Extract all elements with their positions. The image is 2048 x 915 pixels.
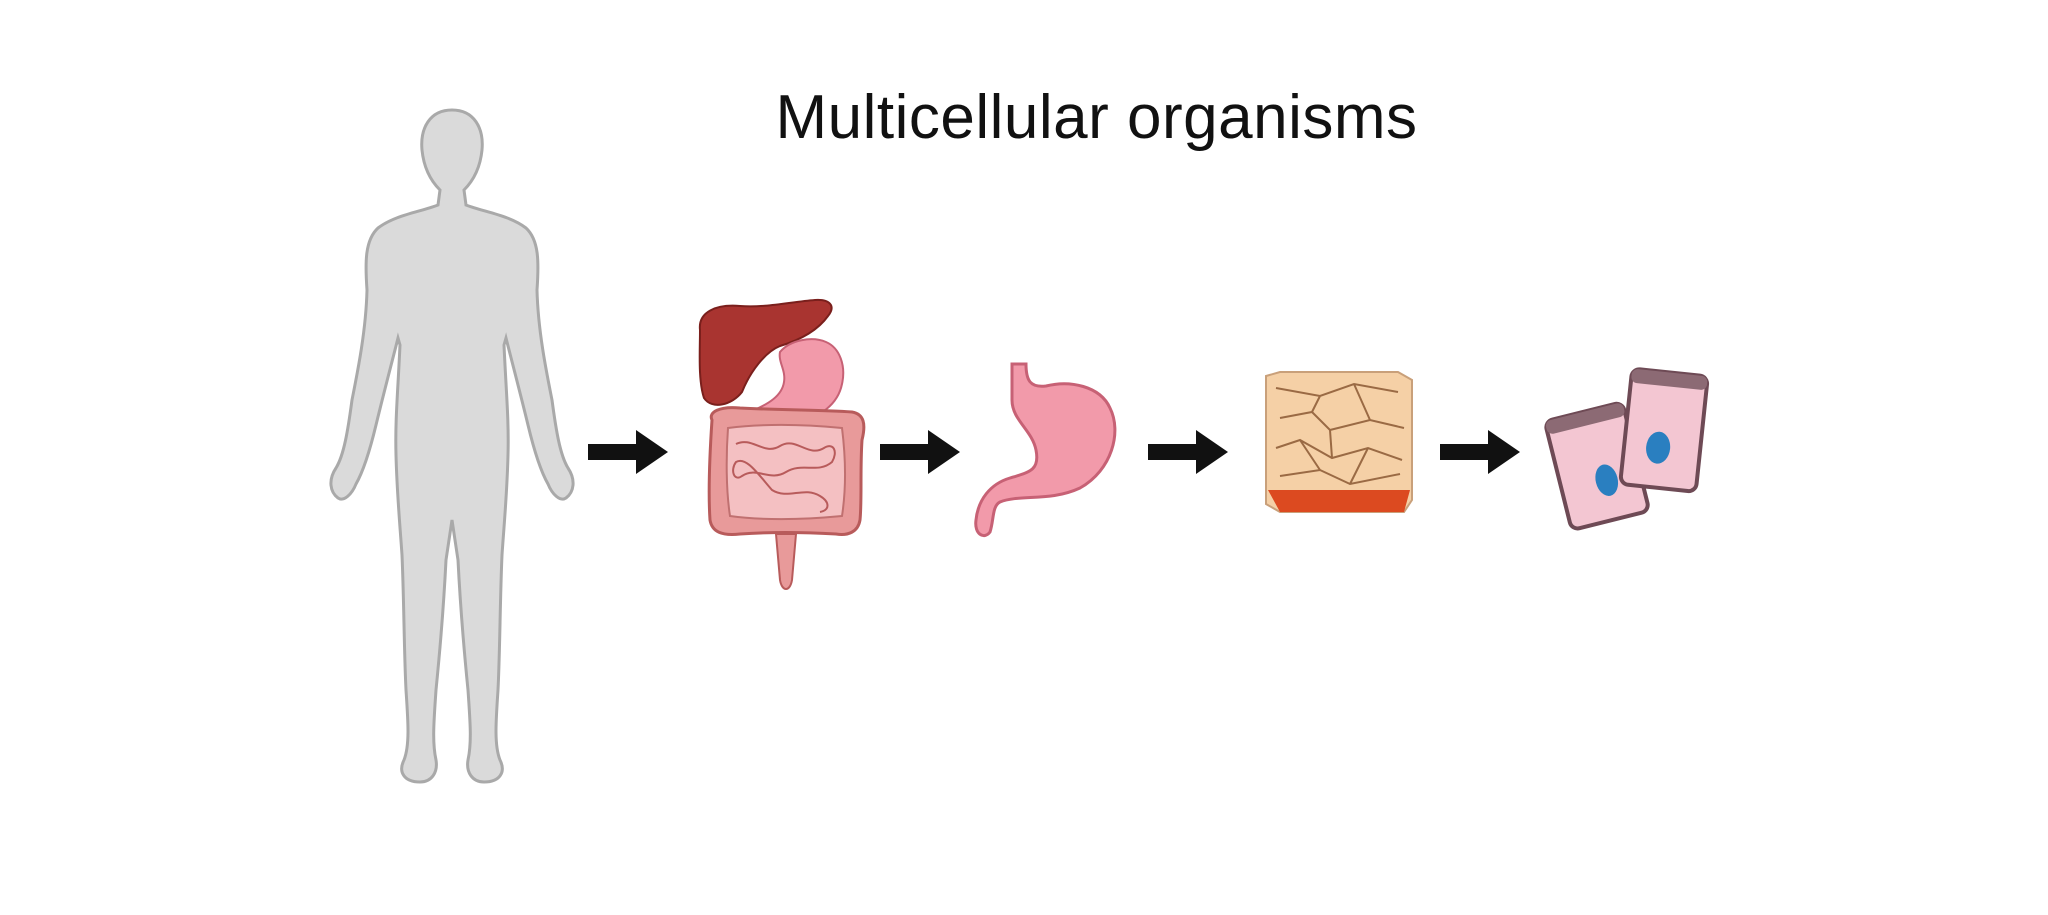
right-arrow-icon	[1440, 430, 1520, 474]
cells-icon	[1544, 367, 1710, 531]
right-arrow-icon	[588, 430, 668, 474]
stomach-icon	[974, 362, 1117, 537]
right-arrow-icon	[1148, 430, 1228, 474]
diagram-title: Multicellular organisms	[775, 83, 1418, 152]
tissue-icon	[1265, 371, 1413, 513]
digestive-system-icon	[698, 298, 866, 590]
human-body-icon	[329, 108, 575, 784]
right-arrow-icon	[880, 430, 960, 474]
